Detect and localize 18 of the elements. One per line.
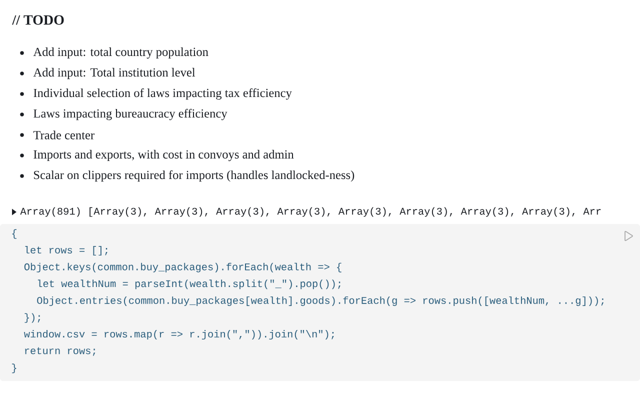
heading: // TODO — [12, 15, 64, 25]
code-line: } — [12, 364, 16, 374]
list-item: Trade center — [33, 130, 94, 140]
list-item: Laws impacting bureaucracy efficiency — [34, 108, 228, 120]
list-item: Individual selection of laws impacting tax efficiency — [34, 88, 292, 100]
list-item: Scalar on clippers required for imports (handles landlocked-ness) — [34, 170, 354, 182]
list-item: Add input: Total institution level — [33, 68, 196, 80]
code-line: }); — [24, 313, 40, 323]
code-line: return rows; — [25, 347, 96, 356]
code-line: Object.entries(common.buy_packages[wealth].goods).forEach(g => rows.push([wealthNum, ...g])); — [37, 296, 604, 306]
code-line: window.csv = rows.map(r => r.join(",")).join("\n"); — [24, 330, 334, 340]
code-line: Object.keys(common.buy_packages).forEach(wealth => { — [24, 262, 342, 272]
list-item: Imports and exports, with cost in convoys and admin — [34, 150, 294, 162]
code-line: let rows = []; — [25, 246, 108, 256]
output-line: Array(891) [Array(3), Array(3), Array(3), Array(3), Array(3), Array(3), Array(3), Array(3), Arr — [20, 207, 601, 217]
code-line: let wealthNum = parseInt(wealth.split("_").pop()); — [38, 280, 340, 290]
list-item: Add input: total country population — [33, 47, 208, 59]
code-line: { — [12, 229, 16, 239]
